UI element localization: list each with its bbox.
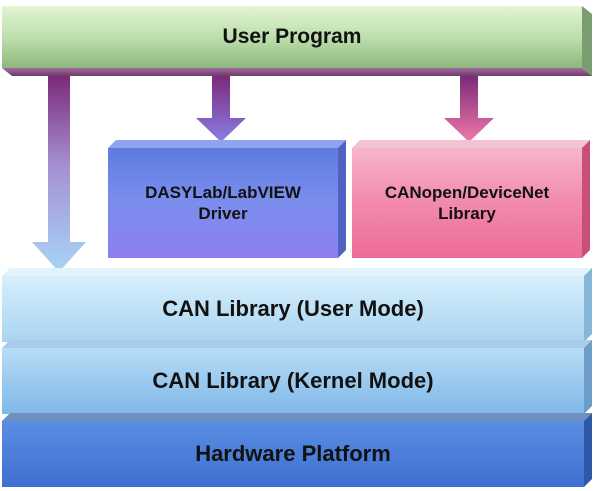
hardware-platform-shape [2, 413, 592, 487]
user-program-shape [2, 6, 592, 76]
library-box-label: CANopen/DeviceNet Library [352, 148, 582, 258]
can-library-kernel-mode-label: CAN Library (Kernel Mode) [152, 368, 434, 394]
user-program-label: User Program [222, 24, 362, 48]
driver-box-line1: DASYLab/LabVIEW [145, 182, 301, 202]
arrow-user-program-to-library [444, 76, 494, 142]
library-box-shape [352, 140, 590, 258]
user-program-layer: User Program [2, 0, 592, 78]
hardware-platform-label: Hardware Platform [195, 441, 391, 467]
hardware-platform-layer: Hardware Platform [2, 413, 594, 489]
can-library-kernel-mode-layer: CAN Library (Kernel Mode) [2, 340, 594, 416]
can-library-kernel-mode-shape [2, 340, 592, 414]
arrow-user-program-to-driver [196, 76, 246, 142]
library-box-line1: CANopen/DeviceNet [384, 182, 550, 202]
library-box: CANopen/DeviceNet Library [352, 140, 592, 260]
can-library-user-mode-layer: CAN Library (User Mode) [2, 268, 594, 344]
library-box-line2: Library [438, 204, 496, 223]
arrow-user-program-to-can-library [32, 76, 86, 272]
driver-box-shape [108, 140, 346, 258]
driver-box-label: DASYLab/LabVIEW Driver [108, 148, 338, 258]
can-library-user-mode-shape [2, 268, 592, 342]
driver-box-line2: Driver [198, 204, 248, 223]
can-library-user-mode-label: CAN Library (User Mode) [162, 296, 424, 322]
driver-box: DASYLab/LabVIEW Driver [108, 140, 348, 260]
